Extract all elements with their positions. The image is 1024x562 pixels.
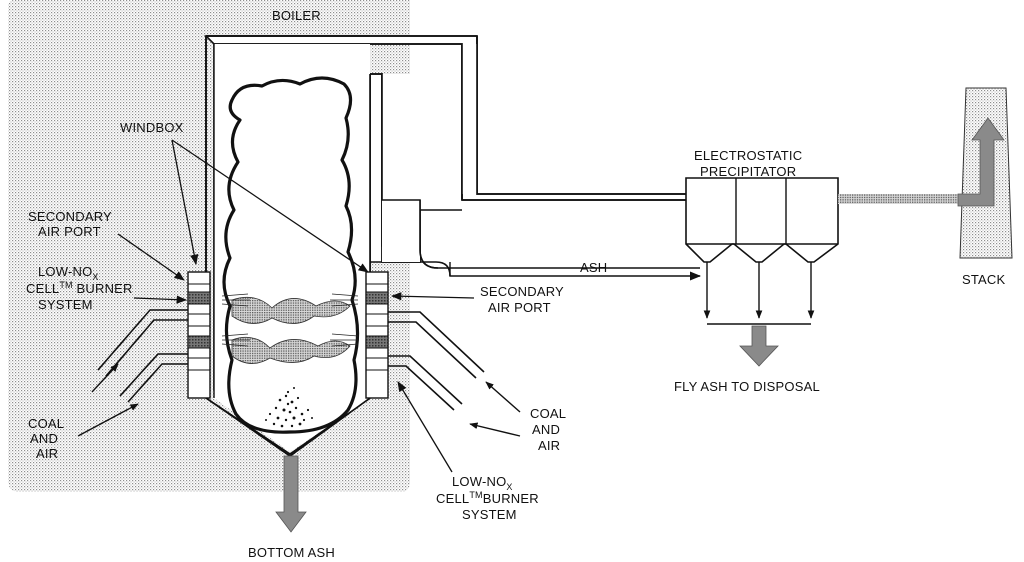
label-stack: STACK: [962, 272, 1006, 287]
label-esp-2: PRECIPITATOR: [700, 164, 796, 179]
label-bottom-ash: BOTTOM ASH: [248, 545, 335, 560]
windbox-leader-1: [171, 139, 199, 266]
label-coal-right-1: COAL: [530, 406, 566, 421]
fly-ash-arrow: [739, 325, 779, 367]
label-windbox: WINDBOX: [120, 120, 184, 135]
left-windbox: [187, 271, 211, 399]
electrostatic-precipitator: [685, 177, 839, 325]
secondary-air-port-right-leader: [390, 292, 475, 301]
label-esp-1: ELECTROSTATIC: [694, 148, 802, 163]
svg-text:SYSTEM: SYSTEM: [38, 297, 93, 312]
burner-flame-arrows: [221, 293, 359, 347]
flame-envelope: [222, 76, 360, 434]
low-nox-right-leader: [397, 381, 453, 473]
svg-text:CELLTMBURNER: CELLTMBURNER: [436, 490, 539, 506]
svg-text:SYSTEM: SYSTEM: [462, 507, 517, 522]
svg-text:CELLTM BURNER: CELLTM BURNER: [26, 280, 133, 296]
low-nox-left-leader: [133, 295, 188, 304]
ash-line: [449, 262, 702, 281]
left-coal-air-arrow-1: [91, 363, 119, 393]
label-low-nox-right: LOW-NOX CELLTMBURNER SYSTEM: [436, 474, 539, 522]
stack-flow-arrow: [957, 117, 1005, 207]
ash-particles: [265, 387, 313, 428]
label-coal-left-1: COAL: [28, 416, 64, 431]
right-coal-air-arrow-2: [469, 422, 521, 437]
secondary-air-port-left-leader: [117, 233, 185, 281]
bottom-ash-arrow: [275, 455, 307, 533]
svg-text:LOW-NOX: LOW-NOX: [38, 264, 99, 282]
label-secondary-air-port-right-2: AIR PORT: [488, 300, 551, 315]
label-secondary-air-port-right-1: SECONDARY: [480, 284, 564, 299]
label-coal-left-3: AIR: [36, 446, 58, 461]
label-boiler: BOILER: [272, 8, 321, 23]
label-secondary-air-port-left-1: SECONDARY: [28, 209, 112, 224]
label-coal-right-3: AIR: [538, 438, 560, 453]
left-burner-pipes: [97, 309, 188, 403]
label-coal-left-2: AND: [30, 431, 58, 446]
right-coal-air-arrow-1: [485, 381, 521, 413]
stack-duct: [838, 194, 958, 204]
label-ash: ASH: [580, 260, 607, 275]
svg-text:LOW-NOX: LOW-NOX: [452, 474, 513, 492]
right-burner-pipes: [388, 311, 485, 411]
windbox-leader-2: [171, 139, 369, 273]
label-low-nox-left: LOW-NOX CELLTM BURNER SYSTEM: [26, 264, 133, 312]
flame-swirls: [231, 296, 351, 364]
label-secondary-air-port-left-2: AIR PORT: [38, 224, 101, 239]
label-coal-right-2: AND: [532, 422, 560, 437]
right-windbox: [365, 271, 389, 399]
left-coal-air-arrow-2: [77, 403, 139, 437]
label-fly-ash: FLY ASH TO DISPOSAL: [674, 379, 820, 394]
